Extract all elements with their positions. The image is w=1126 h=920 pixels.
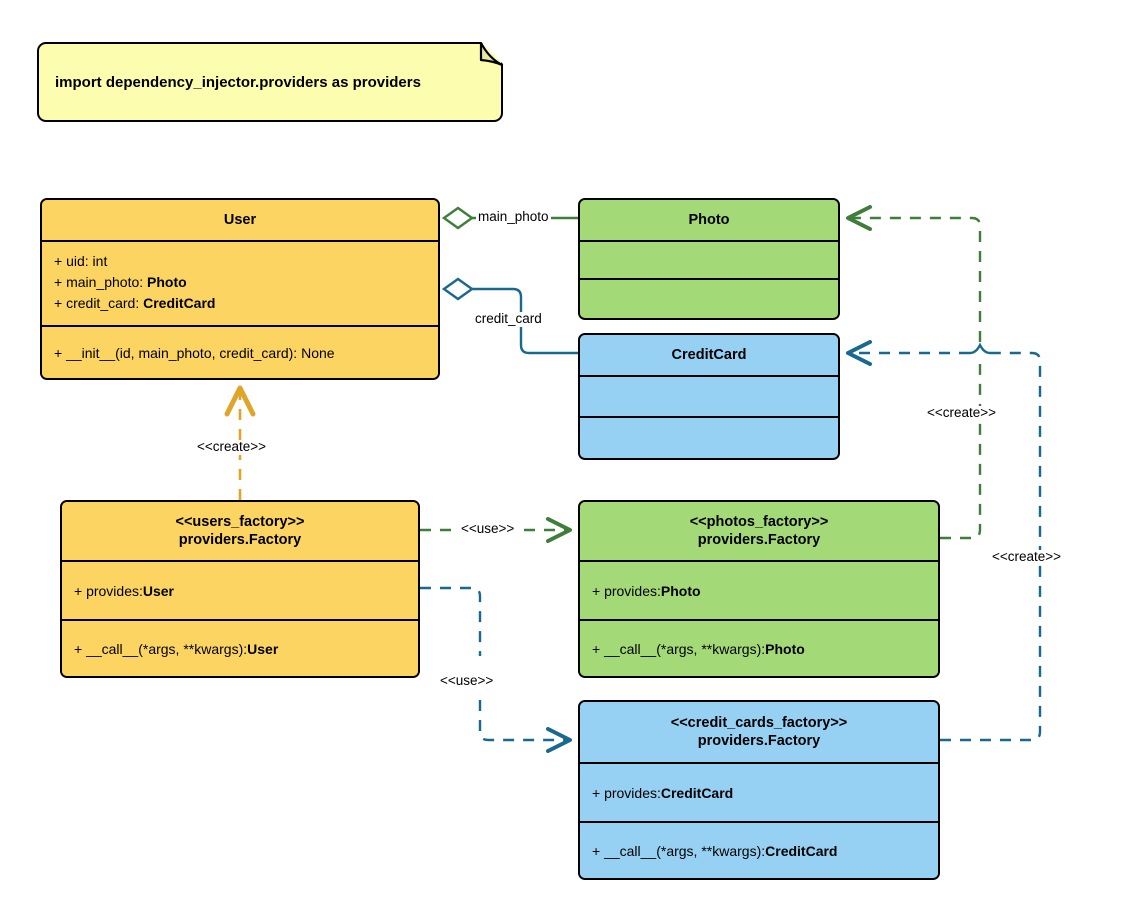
- attribute-row: + main_photo: Photo: [54, 274, 187, 290]
- class-methods-credit-cards-factory: + __call__(*args, **kwargs): CreditCard: [580, 821, 938, 878]
- dependency-creditcardsfactory-creditcard: [846, 340, 1042, 742]
- attribute-row: + uid: int: [54, 253, 108, 269]
- class-box-credit-cards-factory[interactable]: <<credit_cards_factory>> providers.Facto…: [578, 700, 940, 880]
- class-title-credit-cards-factory: <<credit_cards_factory>> providers.Facto…: [580, 702, 938, 762]
- edge-label-create-photo: <<create>>: [925, 405, 999, 421]
- class-methods-users-factory: + __call__(*args, **kwargs): User: [62, 619, 418, 676]
- dependency-photosfactory-photo: [846, 205, 982, 540]
- dependency-usersfactory-creditcardsfactory: [420, 586, 572, 753]
- class-attributes-user: + uid: int + main_photo: Photo + credit_…: [42, 240, 438, 325]
- class-methods-user: + __init__(id, main_photo, credit_card):…: [42, 325, 438, 378]
- class-title-users-factory: <<users_factory>> providers.Factory: [62, 502, 418, 560]
- class-box-photo[interactable]: Photo: [578, 198, 840, 320]
- edge-label-use-photos: <<use>>: [459, 521, 517, 537]
- class-attributes-credit-cards-factory: + provides: CreditCard: [580, 762, 938, 821]
- class-title-photos-factory: <<photos_factory>> providers.Factory: [580, 502, 938, 560]
- class-box-users-factory[interactable]: <<users_factory>> providers.Factory + pr…: [60, 500, 420, 678]
- class-methods-creditcard: [580, 416, 838, 457]
- class-title-user: User: [42, 200, 438, 240]
- aggregation-diamond-main-photo: [441, 206, 475, 230]
- edge-label-create-user: <<create>>: [195, 439, 269, 455]
- edge-label-main-photo: main_photo: [476, 209, 551, 225]
- class-attributes-creditcard: [580, 375, 838, 416]
- edge-label-use-credit-cards: <<use>>: [438, 673, 496, 689]
- note-text: import dependency_injector.providers as …: [55, 73, 421, 91]
- note-import: import dependency_injector.providers as …: [37, 42, 503, 122]
- line-jump-hop: [969, 342, 991, 355]
- aggregation-diamond-credit-card: [441, 277, 475, 301]
- class-box-user[interactable]: User + uid: int + main_photo: Photo + cr…: [40, 198, 440, 380]
- note-fold-icon: [479, 41, 504, 67]
- class-methods-photos-factory: + __call__(*args, **kwargs): Photo: [580, 619, 938, 676]
- class-title-photo: Photo: [580, 200, 838, 240]
- class-box-photos-factory[interactable]: <<photos_factory>> providers.Factory + p…: [578, 500, 940, 678]
- class-title-creditcard: CreditCard: [580, 335, 838, 375]
- edge-label-credit-card: credit_card: [473, 311, 544, 327]
- attribute-row: + credit_card: CreditCard: [54, 295, 216, 311]
- class-attributes-photos-factory: + provides: Photo: [580, 560, 938, 619]
- class-methods-photo: [580, 278, 838, 317]
- class-box-creditcard[interactable]: CreditCard: [578, 333, 840, 460]
- class-attributes-users-factory: + provides: User: [62, 560, 418, 619]
- edge-label-create-credit-card: <<create>>: [990, 549, 1064, 565]
- class-attributes-photo: [580, 240, 838, 278]
